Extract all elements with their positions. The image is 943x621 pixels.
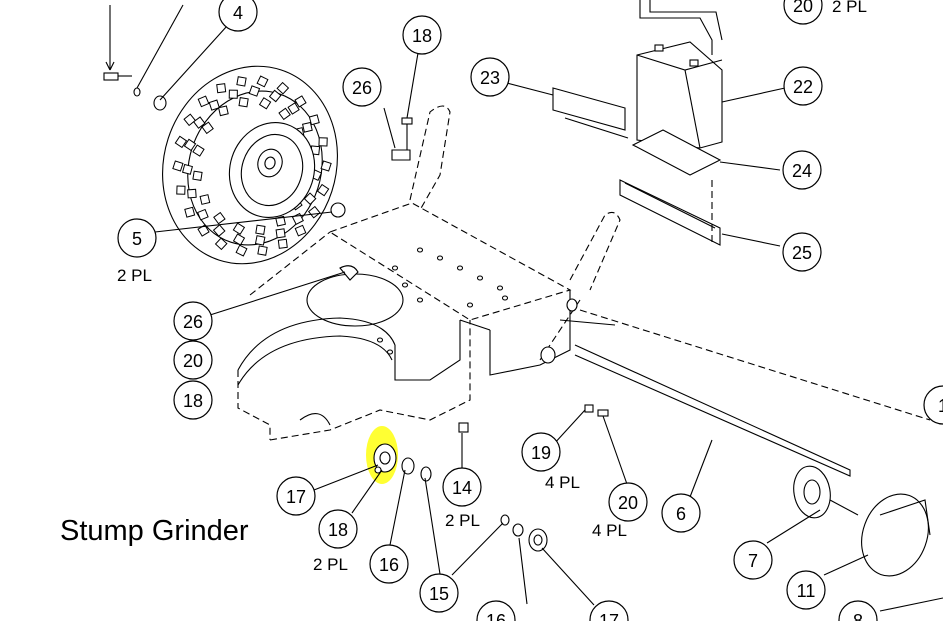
callout-20: 20	[783, 0, 823, 25]
qty-note-18: 2 PL	[313, 555, 348, 574]
battery	[636, 41, 723, 149]
callout-23: 23	[470, 57, 510, 97]
callout-17: 17	[276, 476, 316, 516]
wheel-tire	[162, 65, 338, 265]
qty-note-14: 2 PL	[445, 511, 480, 530]
callout-20: 20	[608, 482, 648, 522]
callout-4: 4	[218, 0, 258, 32]
callout-label: 20	[793, 0, 813, 16]
qty-note-20-top: 2 PL	[832, 0, 867, 16]
callout-24: 24	[782, 150, 822, 190]
callout-label: 14	[452, 478, 472, 498]
callout-label: 7	[748, 551, 758, 571]
callout-label: 22	[793, 77, 813, 97]
callout-15: 15	[419, 573, 459, 613]
callout-26: 26	[173, 301, 213, 341]
leader-lines	[154, 52, 943, 612]
callout-label: 19	[531, 443, 551, 463]
callout-label: 4	[233, 3, 243, 23]
callout-label: 11	[797, 581, 816, 601]
callout-label: 18	[412, 26, 432, 46]
callout-label: 23	[480, 68, 500, 88]
callout-label: 24	[792, 161, 812, 181]
callout-22: 22	[783, 66, 823, 106]
callout-label: 20	[618, 493, 638, 513]
axle	[540, 298, 931, 577]
callout-label: 6	[676, 504, 686, 524]
callout-label: 25	[792, 243, 812, 263]
callout-label: 17	[599, 611, 619, 621]
callout-25: 25	[782, 232, 822, 272]
callout-label: 16	[379, 555, 399, 575]
callout-16: 16	[476, 600, 516, 621]
callout-26: 26	[342, 67, 382, 107]
callout-label: 17	[286, 487, 306, 507]
diagram-title: Stump Grinder	[60, 515, 249, 547]
callout-label: 18	[183, 391, 203, 411]
callout-14: 14	[442, 467, 482, 507]
callout-label: 15	[429, 584, 449, 604]
callout-label: 18	[328, 520, 348, 540]
callout-18: 18	[173, 380, 213, 420]
callout-7: 7	[733, 540, 773, 580]
qty-note-20: 4 PL	[592, 521, 627, 540]
spacer-5	[330, 202, 346, 218]
axle-end-hardware	[500, 514, 548, 552]
callout-8: 8	[838, 600, 878, 621]
callout-5: 5	[117, 218, 157, 258]
callout-label: 8	[853, 611, 863, 621]
battery-bracket	[639, 0, 723, 55]
callout-1: 1	[923, 385, 943, 425]
callout-label: 5	[132, 229, 142, 249]
callout-label: 20	[183, 351, 203, 371]
callout-19: 19	[521, 432, 561, 472]
callout-6: 6	[661, 493, 701, 533]
callout-18: 18	[318, 509, 358, 549]
callout-11: 11	[786, 570, 826, 610]
bolt-14	[458, 422, 469, 433]
callout-label: 1	[938, 396, 943, 416]
callout-20: 20	[173, 340, 213, 380]
battery-pad	[631, 129, 722, 176]
callout-label: 16	[486, 611, 506, 621]
callout-16: 16	[369, 544, 409, 584]
callout-17: 17	[589, 600, 629, 621]
clamp-26	[391, 117, 413, 161]
bolt-19-20	[584, 404, 609, 417]
callout-label: 26	[352, 78, 372, 98]
callout-18: 18	[402, 15, 442, 55]
qty-note-19: 4 PL	[545, 473, 580, 492]
highlighted-bearing	[366, 426, 432, 484]
clamp-26-lower	[339, 265, 359, 281]
battery-tray	[619, 179, 721, 246]
qty-note-5: 2 PL	[117, 266, 152, 285]
callout-label: 26	[183, 312, 203, 332]
hold-down-pad	[552, 87, 629, 139]
